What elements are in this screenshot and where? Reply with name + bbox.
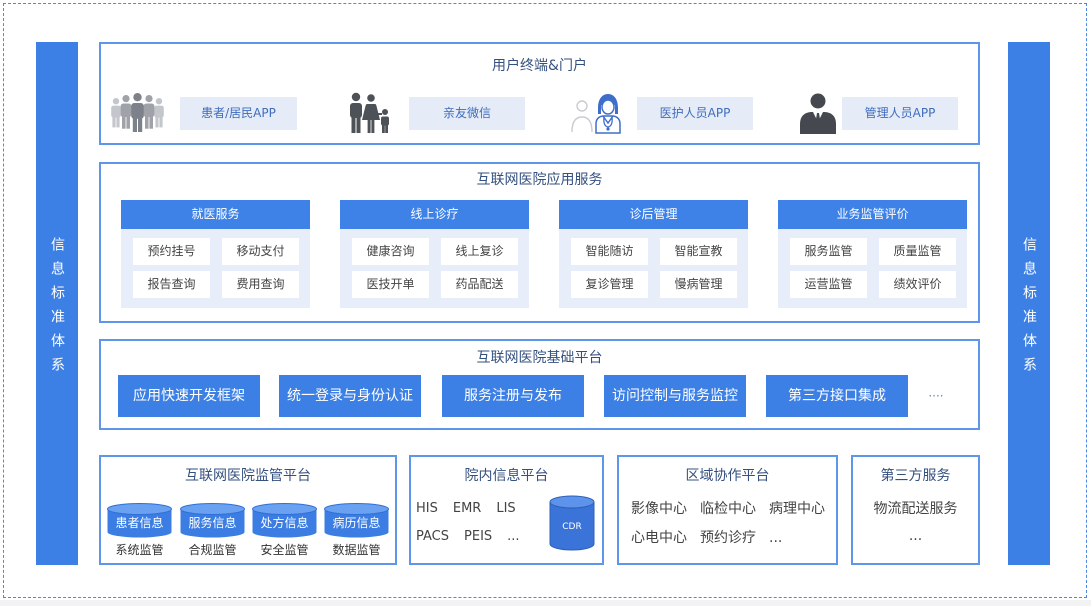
center-name: 心电中心 [631,530,687,546]
service-group-header: 业务监管评价 [778,200,967,229]
service-item: 报告查询 [133,271,210,298]
right-standard-bar-label: 信息标准体系 [1021,236,1037,381]
family-icon [345,92,393,134]
system-row: PACS PEIS ... [416,528,535,546]
service-item: 预约挂号 [133,238,210,265]
center-name: ... [769,530,783,546]
service-group-online-consult: 线上诊疗 健康咨询 线上复诊 医技开单 药品配送 [340,200,529,308]
supervision-platform-title: 互联网医院监管平台 [185,468,311,484]
database-label: 患者信息 [115,516,164,530]
third-party-box: 第三方服务 物流配送服务 ... [851,455,980,565]
service-item: 移动支付 [222,238,299,265]
system-name: PACS [416,529,450,544]
platform-module: 服务注册与发布 [442,375,584,417]
center-name: 预约诊疗 [700,530,756,546]
database-label: 处方信息 [260,516,309,530]
service-group-body: 预约挂号 移动支付 报告查询 费用查询 [121,229,310,308]
service-group-body: 健康咨询 线上复诊 医技开单 药品配送 [340,229,529,308]
system-name: HIS [416,501,438,516]
platform-module: 访问控制与服务监控 [604,375,746,417]
service-item: 药品配送 [441,271,518,298]
bottom-strip [0,600,1091,606]
service-group-medical: 就医服务 预约挂号 移动支付 报告查询 费用查询 [121,200,310,308]
database-cylinder: 处方信息 [252,503,317,538]
third-party-item: ... [908,528,923,544]
service-item: 服务监管 [790,238,867,265]
portal-label-medical-staff-app: 医护人员APP [637,97,753,130]
system-name: PEIS [464,529,493,544]
center-name: 病理中心 [769,501,825,517]
system-row: HIS EMR LIS [416,500,531,518]
service-item: 质量监管 [879,238,956,265]
right-standard-bar: 信息标准体系 [1008,42,1050,565]
center-name: 临检中心 [700,501,756,517]
supervision-label: 数据监管 [332,543,381,557]
database-label: 病历信息 [332,516,381,530]
hospital-info-platform-box: 院内信息平台 HIS EMR LIS PACS PEIS ... CDR [409,455,604,565]
service-item: 医技开单 [352,271,429,298]
third-party-item: 物流配送服务 [873,501,958,517]
cdr-label: CDR [562,522,582,532]
portal-label-manager-app: 管理人员APP [842,97,958,130]
supervision-platform-box: 互联网医院监管平台 患者信息 服务信息 处方信息 病历信息 系统监管 合规监管 … [99,455,397,565]
database-cylinder: 服务信息 [180,503,245,538]
database-cylinder: 病历信息 [324,503,389,538]
base-platform-section: 互联网医院基础平台 应用快速开发框架 统一登录与身份认证 服务注册与发布 访问控… [99,339,980,430]
dashed-frame [3,3,1087,598]
cdr-database-cylinder: CDR [549,495,595,551]
patients-group-icon [110,92,165,134]
left-standard-bar-label: 信息标准体系 [49,236,65,381]
service-item: 绩效评价 [879,271,956,298]
system-name: LIS [496,501,516,516]
system-name: EMR [452,501,482,516]
app-services-title: 互联网医院应用服务 [476,172,603,188]
supervision-label: 系统监管 [115,543,164,557]
base-platform-title: 互联网医院基础平台 [476,350,603,366]
platform-more-ellipsis: ···· [928,389,944,403]
service-group-supervision: 业务监管评价 服务监管 质量监管 运营监管 绩效评价 [778,200,967,308]
database-cylinder: 患者信息 [107,503,172,538]
center-row: 心电中心 预约诊疗 ... [631,529,795,547]
service-group-body: 服务监管 质量监管 运营监管 绩效评价 [778,229,967,308]
service-group-header: 线上诊疗 [340,200,529,229]
service-group-body: 智能随访 智能宣教 复诊管理 慢病管理 [559,229,748,308]
service-item: 复诊管理 [571,271,648,298]
supervision-label: 安全监管 [260,543,309,557]
platform-module: 应用快速开发框架 [118,375,260,417]
service-group-post-diagnosis: 诊后管理 智能随访 智能宣教 复诊管理 慢病管理 [559,200,748,308]
service-item: 费用查询 [222,271,299,298]
portal-label-patient-app: 患者/居民APP [180,97,297,130]
service-item: 慢病管理 [660,271,737,298]
platform-module: 统一登录与身份认证 [279,375,421,417]
service-item: 线上复诊 [441,238,518,265]
user-portal-title: 用户终端&门户 [492,58,587,74]
hospital-info-platform-title: 院内信息平台 [464,468,549,484]
user-portal-section: 用户终端&门户 患者/居民APP [99,42,980,145]
third-party-title: 第三方服务 [880,468,951,484]
service-item: 智能宣教 [660,238,737,265]
platform-module: 第三方接口集成 [766,375,908,417]
service-item: 运营监管 [790,271,867,298]
manager-icon [797,92,839,134]
system-name: ... [507,529,520,544]
portal-label-family-wechat: 亲友微信 [409,97,525,130]
regional-platform-box: 区域协作平台 影像中心 临检中心 病理中心 心电中心 预约诊疗 ... [617,455,838,565]
center-name: 影像中心 [631,501,687,517]
regional-platform-title: 区域协作平台 [685,468,770,484]
service-group-header: 诊后管理 [559,200,748,229]
app-services-section: 互联网医院应用服务 就医服务 预约挂号 移动支付 报告查询 费用查询 线上诊疗 … [99,162,980,323]
service-item: 智能随访 [571,238,648,265]
center-row: 影像中心 临检中心 病理中心 [631,500,838,518]
database-label: 服务信息 [188,516,237,530]
doctor-icon [570,92,622,134]
supervision-label: 合规监管 [188,543,237,557]
left-standard-bar: 信息标准体系 [36,42,78,565]
service-group-header: 就医服务 [121,200,310,229]
service-item: 健康咨询 [352,238,429,265]
